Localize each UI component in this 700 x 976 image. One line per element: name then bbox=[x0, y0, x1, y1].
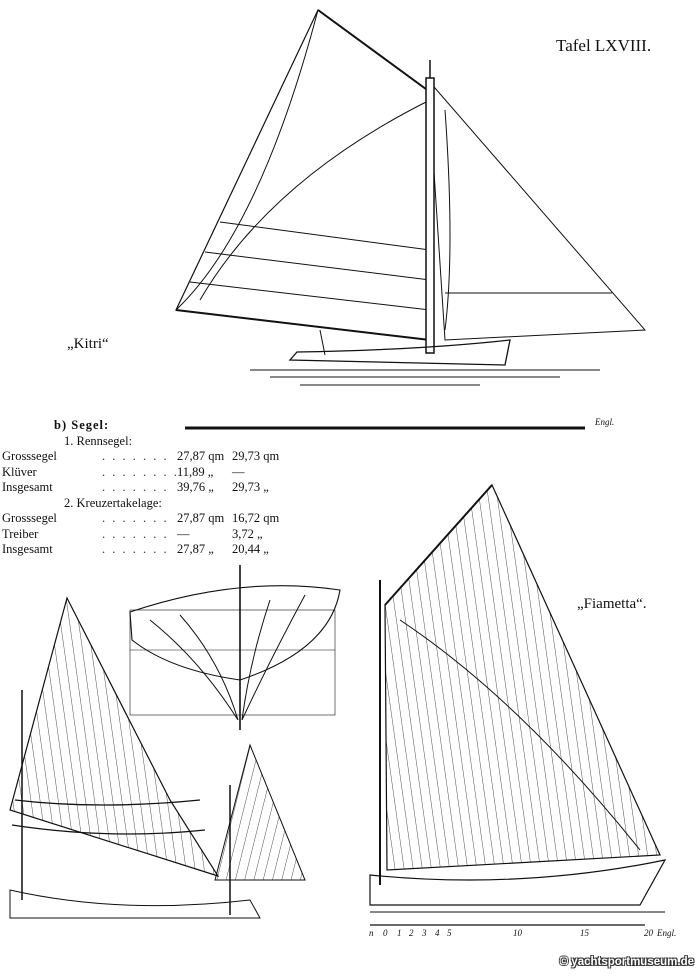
row-value-1: 39,76 „ bbox=[177, 480, 214, 494]
kitri-jib bbox=[427, 78, 647, 341]
boat-name-kitri: „Kitri“ bbox=[67, 336, 109, 352]
table-row: Insgesamt . . . . . . . 27,87 „ 20,44 „ bbox=[2, 542, 292, 558]
boat-name-fiametta: „Fiametta“. bbox=[577, 596, 647, 612]
row-name: Klüver bbox=[2, 464, 37, 479]
fiametta-sail-plan bbox=[369, 483, 667, 913]
row-dots: . . . . . . . bbox=[102, 526, 169, 541]
table-row: Grosssegel . . . . . . . 27,87 qm 16,72 qm bbox=[2, 511, 292, 527]
row-dots: . . . . . . . bbox=[102, 511, 169, 525]
row-name: Insgesamt bbox=[2, 480, 53, 494]
scale-tick-label: 20 bbox=[644, 928, 653, 938]
kitri-mainsail bbox=[175, 9, 431, 341]
row-value-2: — bbox=[232, 464, 245, 479]
row-value-1: 27,87 „ bbox=[177, 542, 214, 556]
scale-tick-label: 1 bbox=[397, 928, 402, 938]
row-name: Insgesamt bbox=[2, 542, 53, 556]
sail-area-table: b) Segel: 1. Rennsegel: Grosssegel . . . … bbox=[2, 418, 292, 558]
row-value-2: 20,44 „ bbox=[232, 542, 269, 556]
scale-tick-label: 2 bbox=[409, 928, 414, 938]
scale-tick-label: 5 bbox=[447, 928, 452, 938]
section-title: 2. Kreuzertakelage: bbox=[64, 495, 162, 510]
scale-tick-label: 4 bbox=[435, 928, 440, 938]
table-row: Klüver . . . . . . . .11,89 „ — bbox=[2, 465, 292, 481]
row-name: Grosssegel bbox=[2, 511, 57, 525]
yawl-sail-plan bbox=[9, 596, 306, 919]
scale-tick-label: 3 bbox=[422, 928, 427, 938]
row-dots: . . . . . . . bbox=[102, 480, 169, 494]
row-value-1: 11,89 „ bbox=[177, 464, 214, 479]
scale-tick-label: 15 bbox=[580, 928, 589, 938]
row-dots: . . . . . . . bbox=[102, 449, 169, 463]
table-row: Treiber . . . . . . . — 3,72 „ bbox=[2, 527, 292, 543]
row-name: Grosssegel bbox=[2, 449, 57, 463]
section-title: 1. Rennsegel: bbox=[64, 433, 133, 448]
top-scale-unit: Engl. bbox=[595, 417, 615, 427]
row-value-2: 29,73 „ bbox=[232, 480, 269, 494]
row-name: Treiber bbox=[2, 526, 39, 541]
plate-title: Tafel LXVIII. bbox=[556, 36, 652, 55]
table-heading: b) Segel: bbox=[54, 418, 110, 432]
watermark: © yachtsportmuseum.de bbox=[559, 956, 694, 968]
row-value-1: 27,87 qm bbox=[177, 449, 225, 463]
table-row: Insgesamt . . . . . . . 39,76 „ 29,73 „ bbox=[2, 480, 292, 496]
row-value-2: 3,72 „ bbox=[232, 526, 263, 541]
table-row: Grosssegel . . . . . . . 27,87 qm 29,73 qm bbox=[2, 449, 292, 465]
kitri-sail-plan bbox=[175, 9, 647, 386]
row-value-1: — bbox=[177, 526, 190, 541]
row-value-2: 16,72 qm bbox=[232, 511, 280, 525]
row-dots: . . . . . . . . bbox=[102, 464, 179, 479]
row-value-1: 27,87 qm bbox=[177, 511, 225, 525]
scale-unit: Engl. bbox=[657, 928, 677, 938]
body-plan bbox=[129, 565, 341, 730]
scale-tick-label: 0 bbox=[383, 928, 388, 938]
scale-tick-label: 10 bbox=[513, 928, 522, 938]
row-value-2: 29,73 qm bbox=[232, 449, 280, 463]
row-dots: . . . . . . . bbox=[102, 542, 169, 556]
yawl-mizzen bbox=[214, 743, 306, 881]
scale-tick-label: n bbox=[369, 928, 374, 938]
fiametta-mainsail bbox=[384, 483, 661, 871]
